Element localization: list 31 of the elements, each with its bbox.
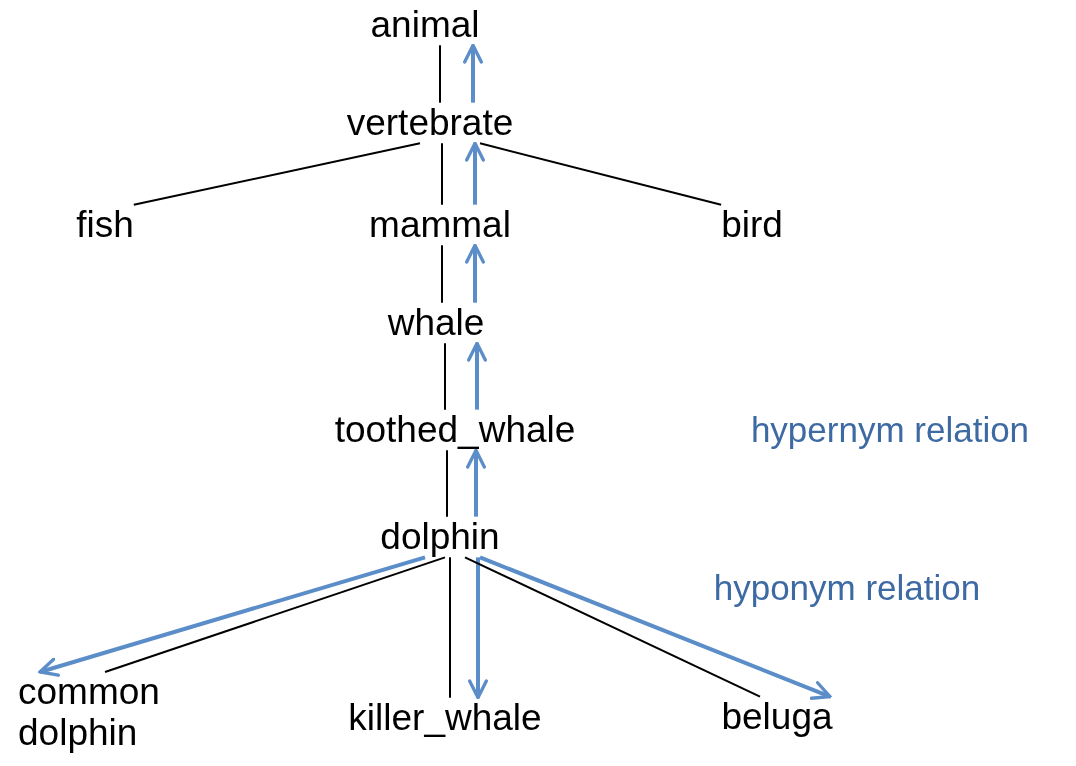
hierarchy-line — [132, 142, 421, 206]
hierarchy-line — [441, 142, 443, 206]
relation-arrow — [479, 555, 832, 700]
relation-arrow — [467, 341, 487, 410]
relation-label: hyponym relation — [713, 568, 981, 608]
relation-arrow — [465, 141, 485, 205]
term-label: bird — [721, 204, 783, 246]
relation-arrow — [468, 557, 488, 700]
hierarchy-line — [441, 244, 443, 304]
relation-arrow — [465, 243, 485, 303]
term-label: common dolphin — [18, 672, 208, 754]
term-label: dolphin — [380, 516, 500, 558]
relation-arrow — [38, 555, 426, 677]
relation-arrow — [466, 448, 486, 517]
relation-arrow — [463, 43, 483, 103]
hierarchy-line — [479, 142, 723, 206]
term-label: whale — [387, 302, 485, 344]
term-label: beluga — [721, 696, 833, 738]
hierarchy-line — [446, 449, 448, 518]
term-label: fish — [76, 204, 134, 246]
relation-label: hypernym relation — [750, 410, 1030, 450]
hierarchy-line — [444, 342, 446, 411]
term-label: vertebrate — [346, 102, 514, 144]
hierarchy-line — [104, 556, 446, 673]
hierarchy-line — [449, 556, 451, 699]
term-label: mammal — [369, 204, 511, 246]
term-label: animal — [370, 4, 480, 46]
term-label: toothed_whale — [334, 409, 576, 451]
hierarchy-line — [439, 44, 441, 104]
hierarchy-line — [464, 556, 761, 698]
term-label: killer_whale — [348, 697, 542, 739]
